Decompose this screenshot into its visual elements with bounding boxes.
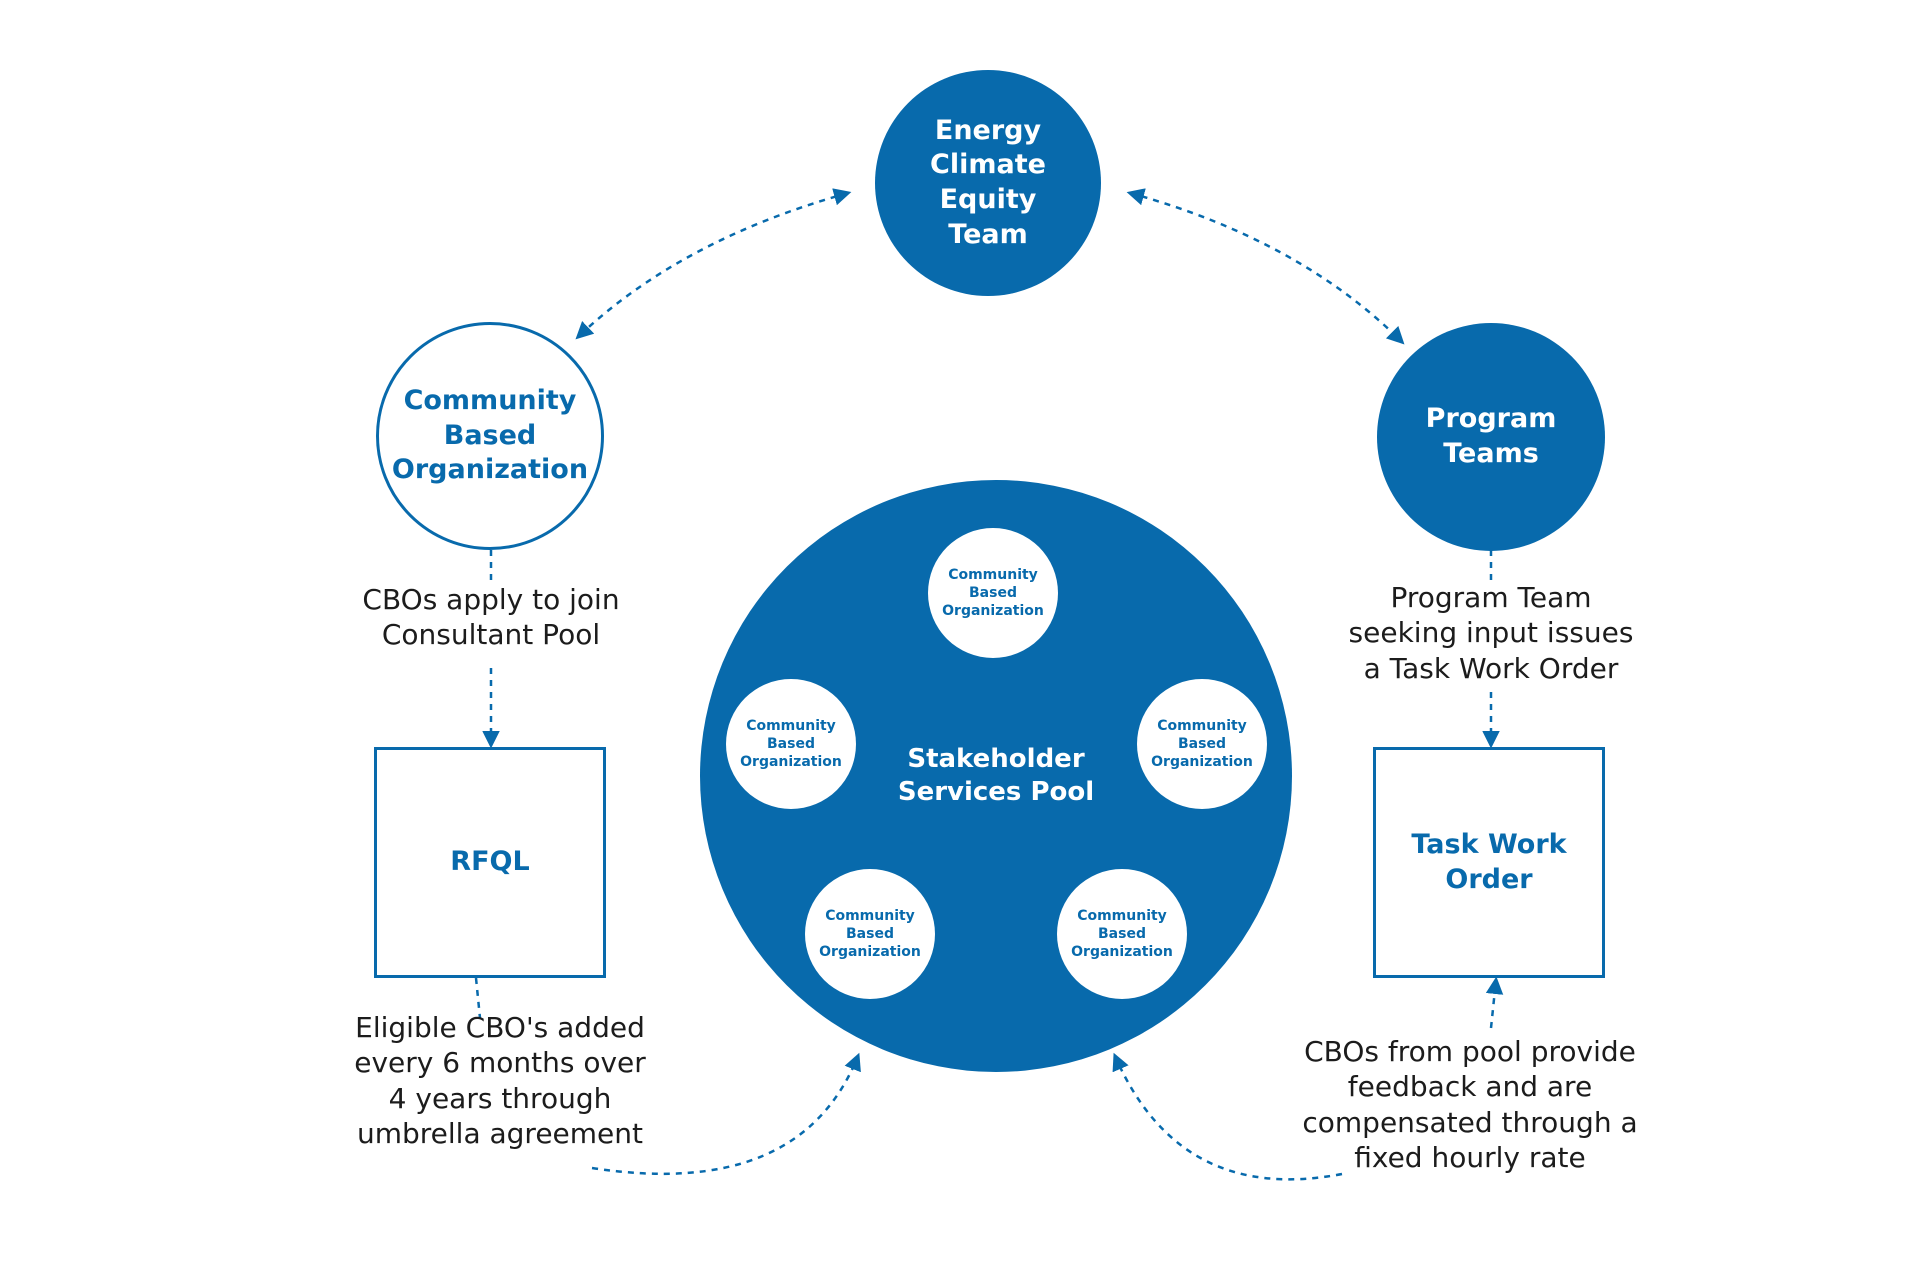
cbo-apply-caption: CBOs apply to join Consultant Pool <box>362 583 620 652</box>
pool-member-label: Community Based Organization <box>819 907 921 961</box>
task-work-order-box: Task Work Order <box>1373 747 1605 978</box>
energy-climate-equity-team-node: Energy Climate Equity Team <box>875 70 1101 296</box>
program-teams-node: Program Teams <box>1377 323 1605 551</box>
cbo-label: Community Based Organization <box>391 385 589 486</box>
program-team-issue-caption: Program Team seeking input issues a Task… <box>1348 581 1634 685</box>
arrow-energy-to-cbo <box>575 188 852 340</box>
cbo-feedback-caption: CBOs from pool provide feedback and are … <box>1302 1035 1638 1174</box>
energy-team-label: Energy Climate Equity Team <box>930 114 1046 250</box>
pool-member-left: Community Based Organization <box>726 679 856 809</box>
arrow-feedback-to-pool <box>1112 1052 1343 1181</box>
arrow-feedback-to-task-order <box>1485 976 1504 1029</box>
eligible-cbo-caption: Eligible CBO's added every 6 months over… <box>354 1011 646 1150</box>
pool-member-right: Community Based Organization <box>1137 679 1267 809</box>
rfql-box: RFQL <box>374 747 606 978</box>
pool-member-bottom-right: Community Based Organization <box>1057 869 1187 999</box>
pool-member-label: Community Based Organization <box>1151 717 1253 771</box>
community-based-organization-node: Community Based Organization <box>376 322 604 550</box>
pool-member-label: Community Based Organization <box>740 717 842 771</box>
pool-member-bottom-left: Community Based Organization <box>805 869 935 999</box>
pool-member-label: Community Based Organization <box>1071 907 1173 961</box>
task-work-order-label: Task Work Order <box>1411 828 1567 895</box>
arrow-eligible-to-pool <box>591 1052 861 1175</box>
pool-label: Stakeholder Services Pool <box>897 743 1095 807</box>
arrow-energy-to-program <box>1126 188 1405 345</box>
rfql-label: RFQL <box>450 846 530 878</box>
pool-member-top: Community Based Organization <box>928 528 1058 658</box>
pool-member-label: Community Based Organization <box>942 566 1044 620</box>
program-teams-label: Program Teams <box>1425 403 1557 469</box>
